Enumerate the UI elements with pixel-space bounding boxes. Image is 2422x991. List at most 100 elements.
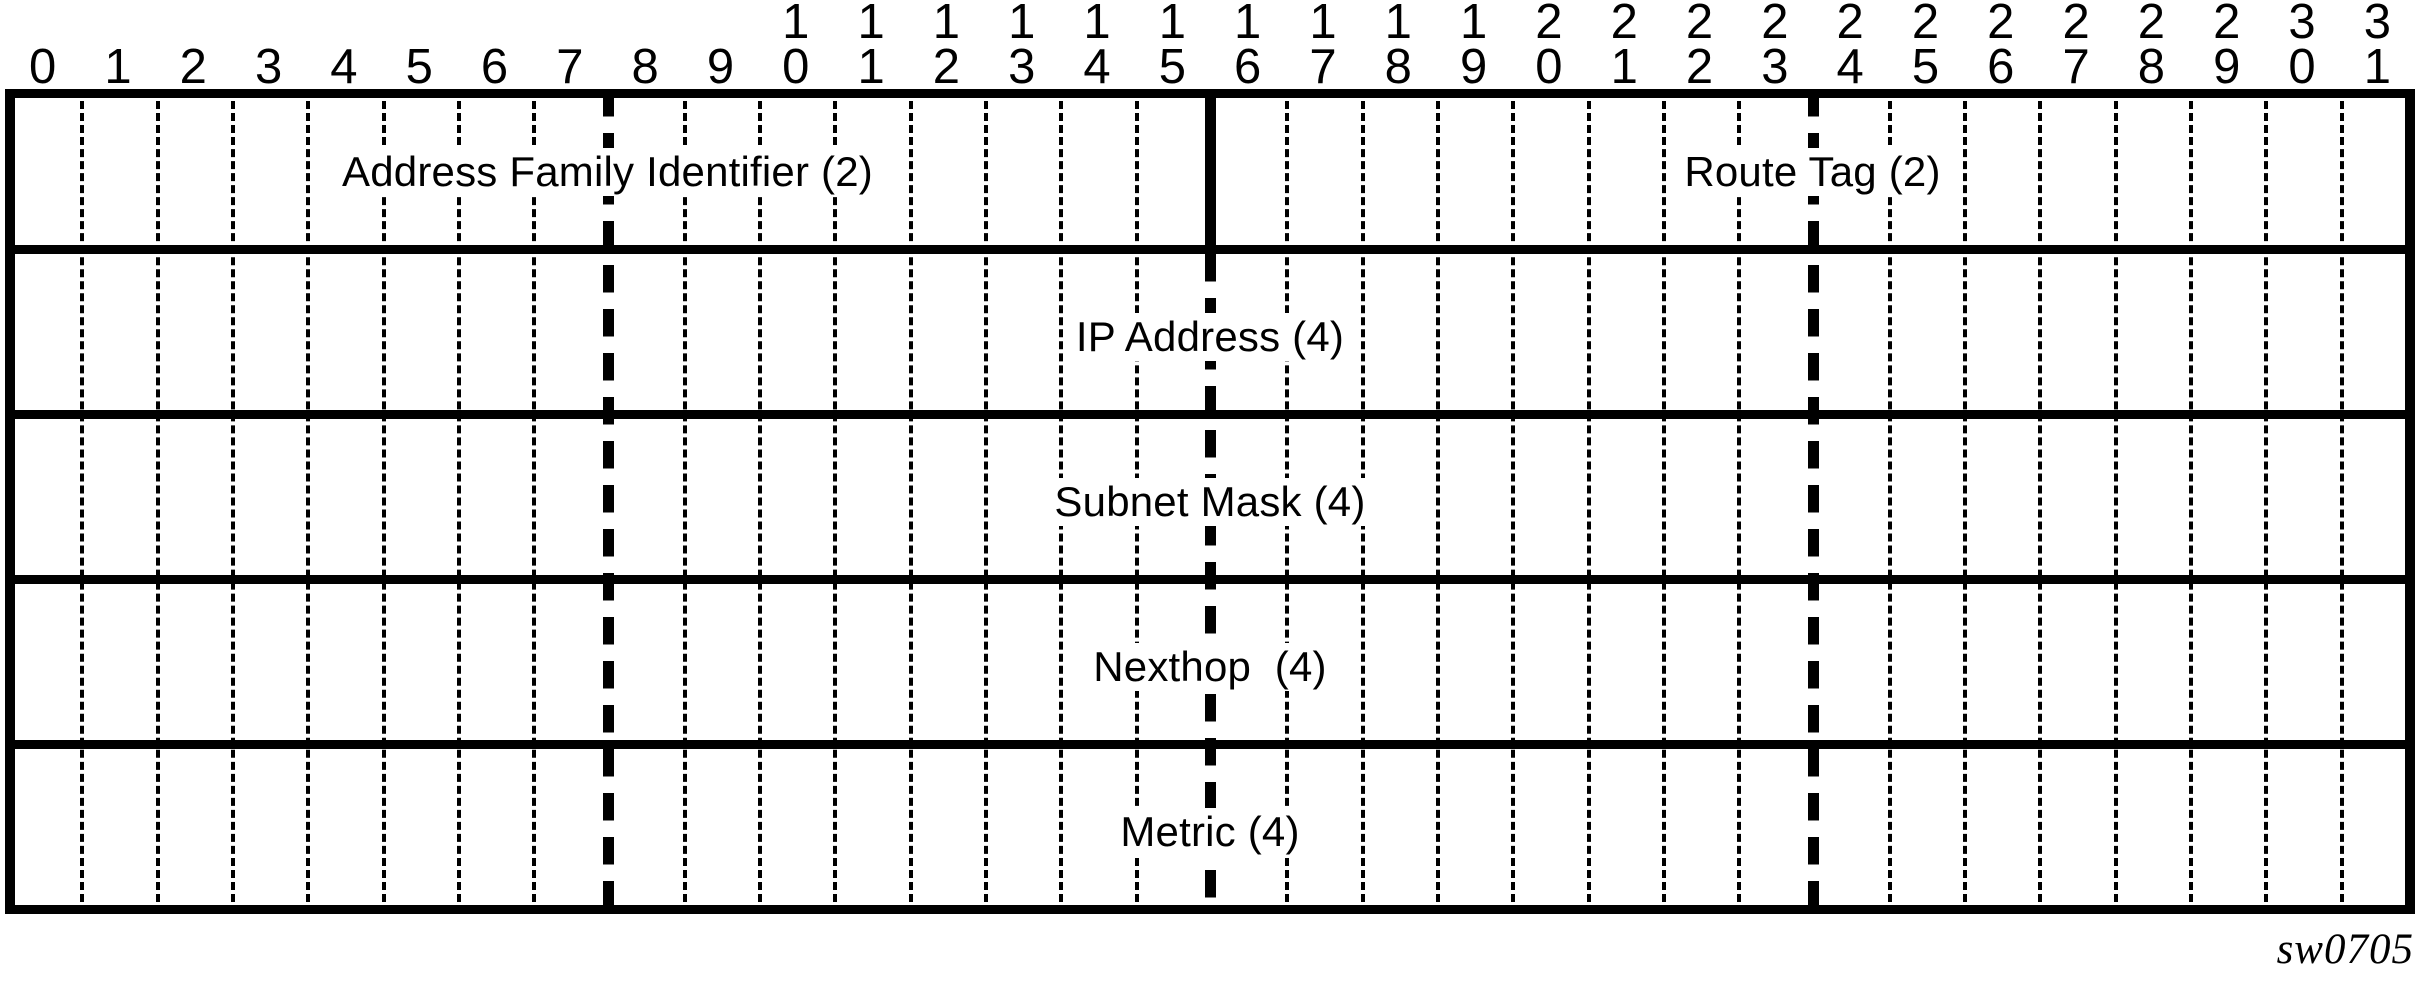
bit-label-9: 09 [683,0,758,94]
bit-gridline [456,89,461,914]
bit-ones-digit: 5 [1911,40,1940,94]
bit-ones-digit: 4 [330,40,358,94]
byte-separator-dashed [1807,89,1819,914]
bit-ones-digit: 2 [932,40,961,94]
field-label: Nexthop (4) [5,584,2415,749]
bit-ones-digit: 0 [2288,40,2316,94]
bit-gridline [1511,89,1516,914]
field-label: Subnet Mask (4) [5,419,2415,584]
bit-ones-digit: 1 [857,40,885,94]
byte-separator-dashed [602,89,614,914]
packet-row-4 [5,584,2415,749]
bit-tens-digit: 1 [932,0,961,49]
bit-gridline [1963,89,1968,914]
bit-gridline [2113,89,2118,914]
bit-gridline [2264,89,2269,914]
bit-label-8: 08 [608,0,683,94]
bit-gridline [1435,89,1440,914]
bit-ones-digit: 8 [2137,40,2166,94]
bit-ones-digit: 0 [29,40,57,94]
byte-separator-dashed [1205,254,1216,914]
bit-tens-digit: 2 [1911,0,1940,49]
bit-label-0: 00 [5,0,80,94]
field-label-text: Subnet Mask (4) [1044,477,1376,526]
bit-ones-digit: 8 [631,40,659,94]
bit-label-5: 05 [382,0,457,92]
bit-label-3: 03 [231,0,306,94]
field-label-text: Nexthop (4) [1083,642,1337,691]
table-left-border [5,89,15,914]
bit-ones-digit: 9 [706,40,735,94]
bit-tens-digit: 1 [1158,0,1186,49]
bit-gridline [1661,89,1666,914]
byte-separator-solid [1205,89,1216,254]
table-right-border [2405,89,2415,914]
figure-caption: sw0705 [2276,926,2414,973]
bit-gridline [833,89,838,914]
bit-ones-digit: 3 [1008,40,1036,94]
bit-ones-digit: 0 [782,40,810,94]
bit-ones-digit: 4 [1083,40,1111,94]
bit-tens-digit: 2 [1535,0,1563,49]
bit-tens-digit: 1 [1459,0,1488,49]
table-bottom-border [5,905,2415,914]
bit-tens-digit: 1 [1384,0,1412,49]
field-label-text: Metric (4) [1110,807,1310,856]
bit-tens-digit: 1 [1083,0,1111,49]
bit-tens-digit: 2 [1987,0,2015,49]
bit-tens-digit: 2 [1610,0,1638,49]
bit-tens-digit: 1 [857,0,885,49]
bit-ones-digit: 9 [2213,40,2241,94]
packet-field-table: Address Family Identifier (2) Route Tag (… [5,89,2415,914]
packet-row-2 [5,254,2415,419]
bit-ones-digit: 6 [1987,40,2015,94]
field-label-text: Address Family Identifier (2) [332,147,883,196]
bit-gridline [682,89,687,914]
bit-ones-digit: 3 [254,40,283,94]
bit-gridline [155,89,160,914]
field-label: Route Tag (2) [1210,89,2415,254]
field-label-text: Route Tag (2) [1674,147,1951,196]
bit-tens-digit: 2 [1685,0,1714,49]
bit-tens-digit: 2 [2213,0,2241,49]
bit-label-6: 06 [457,0,532,92]
bit-ones-digit: 3 [1761,40,1789,94]
bit-tens-digit: 3 [2288,0,2316,49]
bit-label-1: 01 [80,0,155,92]
bit-gridline [230,89,235,914]
bit-ones-digit: 7 [556,40,584,94]
bit-ones-digit: 8 [1384,40,1412,94]
bit-gridline [908,89,913,914]
bit-gridline [1887,89,1892,914]
field-label-text: IP Address (4) [1065,312,1355,361]
bit-ones-digit: 9 [1459,40,1488,94]
field-label: IP Address (4) [5,254,2415,419]
packet-row-3 [5,419,2415,584]
bit-tens-digit: 1 [782,0,810,49]
bit-gridline [1586,89,1591,914]
bit-ones-digit: 2 [179,40,207,94]
bit-tens-digit: 2 [2062,0,2090,49]
bit-tens-digit: 1 [1309,0,1337,49]
